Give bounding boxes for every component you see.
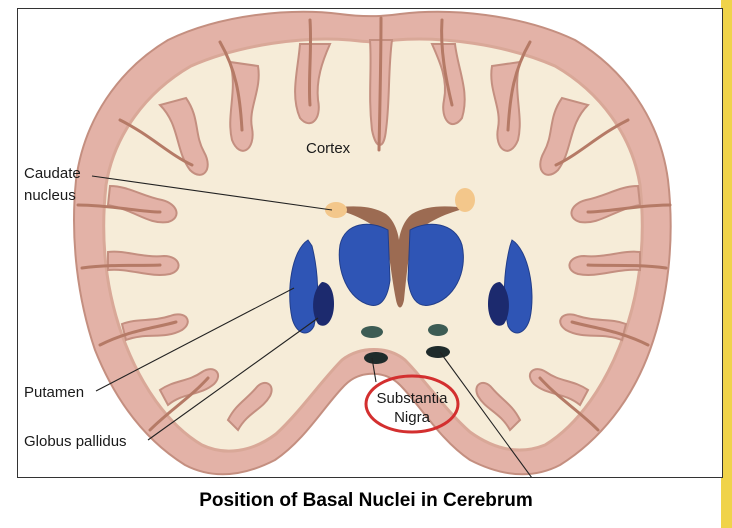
caudate-tail-left — [325, 202, 347, 218]
label-globus-pallidus: Globus pallidus — [24, 433, 127, 450]
caudate-nucleus-right — [407, 223, 464, 306]
putamen-right — [503, 239, 533, 334]
label-substantia-line1: Substantia — [377, 390, 449, 407]
label-substantia-line2: Nigra — [394, 409, 431, 426]
label-caudate-line2: nucleus — [24, 187, 76, 204]
leader-substantia-nigra — [371, 357, 377, 383]
substantia-nigra-highlight — [364, 374, 460, 434]
globus-pallidus-left — [313, 282, 334, 326]
substantia-nigra-right — [426, 346, 450, 358]
leader-lines — [91, 175, 532, 477]
caudate-nucleus-left — [338, 223, 391, 306]
subthalamic-nucleus-left — [361, 326, 383, 338]
label-cortex: Cortex — [306, 140, 351, 157]
label-putamen: Putamen — [24, 384, 84, 401]
leader-caudate — [91, 175, 333, 211]
putamen-left — [289, 239, 319, 334]
lateral-ventricle — [330, 206, 468, 308]
label-caudate-line1: Caudate — [24, 165, 81, 182]
subthalamic-nucleus-right — [428, 324, 448, 336]
figure-caption: Position of Basal Nuclei in Cerebrum — [199, 490, 533, 511]
caudate-tail-right — [455, 188, 475, 212]
sulci — [76, 16, 672, 432]
leader-putamen — [95, 287, 295, 392]
leader-globus-pallidus — [147, 317, 319, 441]
substantia-nigra-left — [364, 352, 388, 364]
globus-pallidus-right — [488, 282, 509, 326]
accent-bar — [721, 0, 732, 528]
leader-nigra-right — [439, 351, 532, 477]
